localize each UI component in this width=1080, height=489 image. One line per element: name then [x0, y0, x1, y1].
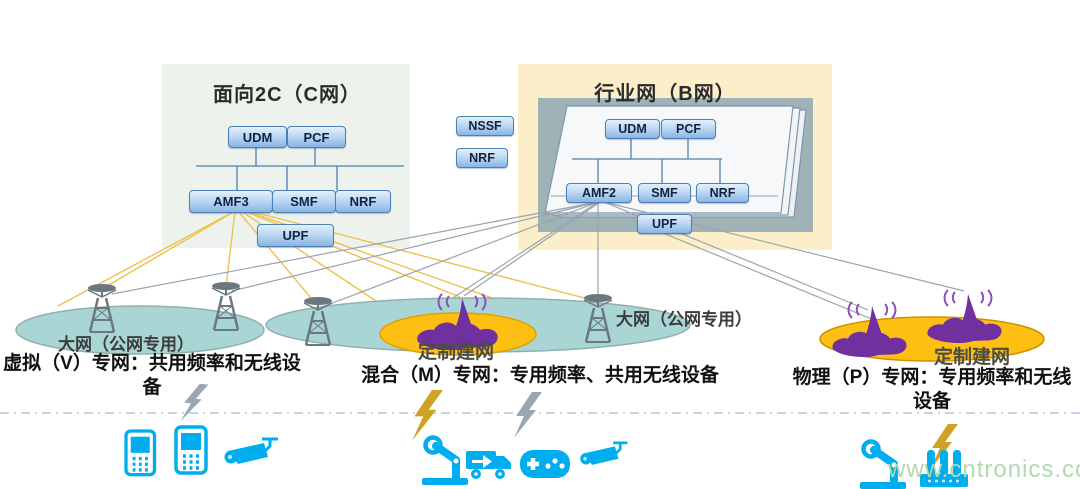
c-udm-node: UDM — [228, 126, 287, 148]
watermark: www.cntronics.com — [888, 456, 1080, 483]
mobile-phone-icon — [174, 425, 208, 475]
c-pcf-node: PCF — [287, 126, 346, 148]
c-network-title: 面向2C（C网） — [212, 84, 361, 106]
mid-custom-build-label: 定制建网 — [418, 342, 495, 363]
left-cloud-label: 大网（公网专用） — [58, 335, 194, 354]
lightning-bolt-icon — [514, 392, 542, 438]
c-smf-node: SMF — [272, 190, 336, 213]
b-network-title: 行业网（B网） — [594, 83, 736, 105]
robot-arm-icon — [422, 438, 468, 486]
b-upf-node: UPF — [637, 214, 692, 234]
b-udm-node: UDM — [605, 119, 660, 139]
truck-icon — [466, 451, 511, 479]
b-pcf-node: PCF — [661, 119, 716, 139]
lightning-bolt-icon — [412, 390, 443, 441]
surveillance-camera-icon — [578, 441, 629, 467]
shared-nrf-node: NRF — [456, 148, 508, 168]
nssf-node: NSSF — [456, 116, 514, 136]
surveillance-camera-icon — [223, 437, 280, 466]
c-network-connectors — [196, 146, 404, 190]
c-amf-node: AMF3 — [189, 190, 273, 213]
game-controller-icon — [520, 450, 570, 478]
physical-private-network-caption: 物理（P）专网：专用频率和无线设备 — [792, 367, 1072, 412]
right-custom-build-label: 定制建网 — [934, 347, 1011, 368]
left-public-network-cloud — [15, 305, 265, 355]
hybrid-private-network-caption: 混合（M）专网：专用频率、共用无线设备 — [361, 365, 719, 386]
c-network-panel — [162, 64, 410, 248]
b-amf-node: AMF2 — [566, 183, 632, 203]
virtual-private-network-caption: 虚拟（V）专网：共用频率和无线设备 — [3, 353, 301, 398]
c-nrf-node: NRF — [335, 190, 391, 213]
b-network-connectors — [572, 138, 722, 183]
mobile-phone-icon — [124, 429, 157, 477]
b-nrf-node: NRF — [696, 183, 749, 203]
b-smf-node: SMF — [638, 183, 691, 203]
c-upf-node: UPF — [257, 224, 334, 247]
mid-right-cloud-label: 大网（公网专用） — [616, 310, 752, 329]
